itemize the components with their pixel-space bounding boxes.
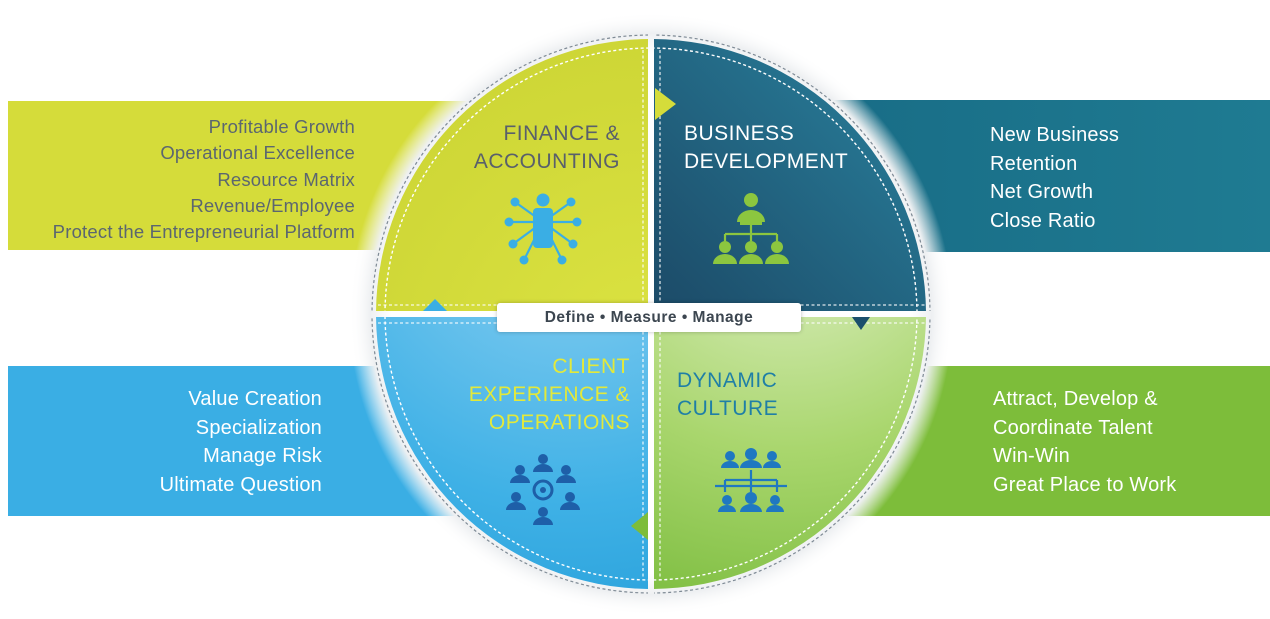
finance-quadrant [376, 39, 648, 311]
client-metrics-list: Value Creation Specialization Manage Ris… [160, 385, 322, 499]
finance-title-line: ACCOUNTING [473, 150, 620, 173]
org-chart-people-icon [713, 193, 789, 264]
culture-metric: Win-Win [993, 445, 1070, 467]
finance-title: FINANCE & ACCOUNTING [474, 120, 620, 176]
business-metric: Net Growth [990, 181, 1094, 203]
people-circle-network-icon [506, 454, 580, 525]
arrow-notch-top [655, 88, 676, 120]
culture-title-line: DYNAMIC [677, 369, 778, 392]
finance-metric: Resource Matrix [217, 168, 355, 190]
client-metric: Manage Risk [203, 445, 322, 467]
client-quadrant [376, 317, 648, 589]
culture-metric: Coordinate Talent [993, 416, 1153, 439]
culture-metric: Great Place to Work [993, 473, 1177, 496]
business-title-line: BUSINESS [684, 122, 795, 145]
center-label: Define • Measure • Manage [497, 303, 801, 332]
arrow-notch-right [852, 317, 870, 330]
business-metric: Close Ratio [990, 209, 1096, 232]
finance-metric: Operational Excellence [160, 142, 355, 164]
arrow-notch-left [423, 299, 447, 311]
business-title: BUSINESS DEVELOPMENT [684, 120, 848, 176]
finance-metric: Protect the Entrepreneurial Platform [52, 221, 355, 243]
client-title-line: CLIENT [552, 355, 630, 378]
culture-metric: Attract, Develop & [993, 388, 1158, 410]
finance-metric: Revenue/Employee [190, 194, 355, 216]
finance-title-line: FINANCE & [503, 122, 620, 145]
business-title-line: DEVELOPMENT [684, 150, 849, 173]
client-metric: Specialization [195, 416, 322, 439]
client-title-line: EXPERIENCE & [468, 383, 630, 406]
culture-title-line: CULTURE [677, 397, 779, 420]
team-connection-icon [715, 448, 787, 512]
culture-title: DYNAMIC CULTURE [677, 367, 778, 423]
client-metric: Ultimate Question [159, 473, 322, 496]
arrow-notch-bottom [631, 512, 648, 540]
business-metric: New Business [990, 124, 1120, 146]
client-title-line: OPERATIONS [488, 411, 630, 434]
client-title: CLIENT EXPERIENCE & OPERATIONS [469, 353, 630, 437]
business-metric: Retention [990, 152, 1078, 175]
client-metric: Value Creation [188, 388, 322, 410]
culture-quadrant [654, 317, 926, 589]
hub-person-network-icon [504, 193, 582, 265]
culture-metrics-list: Attract, Develop & Coordinate Talent Win… [993, 385, 1177, 499]
finance-metric: Profitable Growth [208, 116, 355, 137]
business-metrics-list: New Business Retention Net Growth Close … [990, 121, 1119, 235]
finance-metrics-list: Profitable Growth Operational Excellence… [53, 114, 355, 245]
